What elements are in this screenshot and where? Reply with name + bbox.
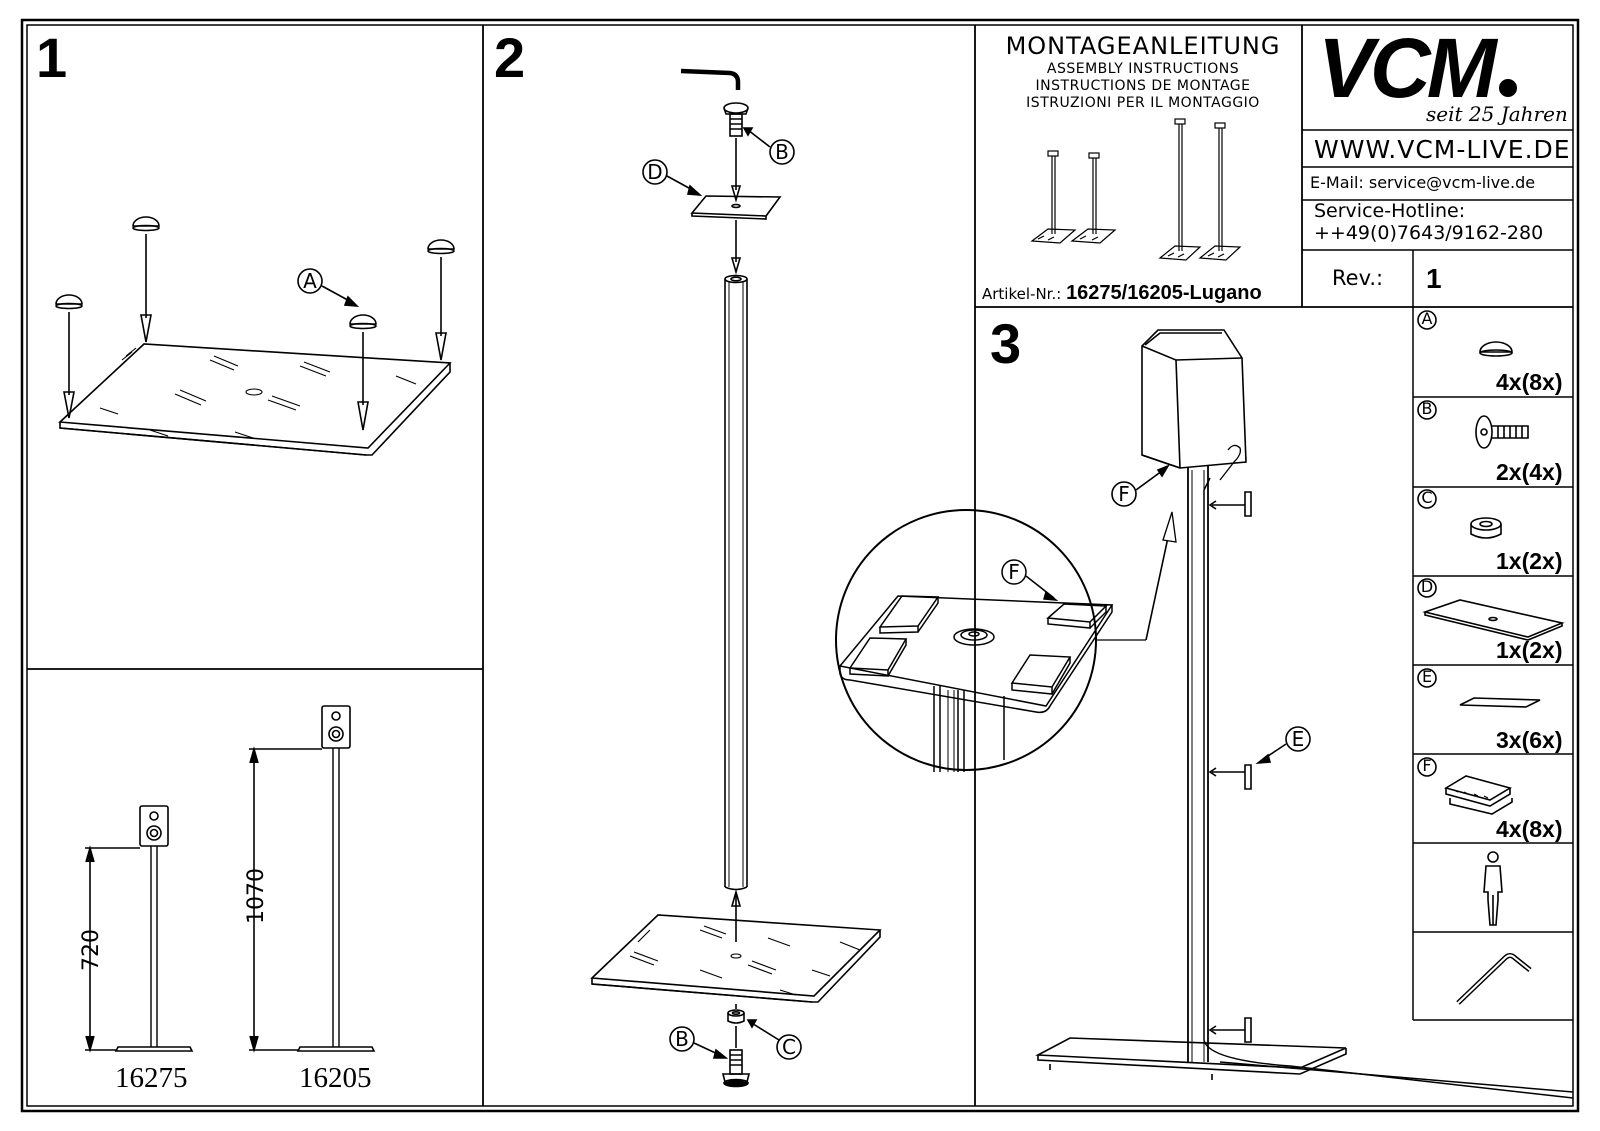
step3-assembly	[835, 329, 1574, 1099]
doc-subtitle-it: ISTRUZIONI PER IL MONTAGGIO	[1026, 95, 1260, 111]
header-thumbnails	[1030, 118, 1242, 261]
brand-slogan: seit 25 Jahren	[1426, 102, 1568, 126]
rev-label: Rev.:	[1332, 266, 1384, 290]
parts-icons	[1417, 310, 1565, 1005]
part-label-e: E	[1421, 667, 1433, 686]
article-number: Artikel-Nr.: 16275/16205-Lugano	[982, 283, 1262, 303]
part-label-a: A	[1421, 309, 1433, 328]
article-label: Artikel-Nr.:	[982, 285, 1062, 303]
callout-a: A	[303, 269, 317, 293]
doc-title: MONTAGEANLEITUNG	[1005, 32, 1281, 60]
dimension-720: 720	[79, 929, 104, 971]
person-icon	[1483, 851, 1503, 926]
callout-d: D	[647, 160, 663, 184]
step-number-1: 1	[36, 26, 68, 89]
callout-b-bottom: B	[675, 1027, 689, 1051]
part-qty-d: 1x(2x)	[1496, 637, 1563, 663]
website-link[interactable]: WWW.VCM-LIVE.DE	[1314, 135, 1571, 164]
rev-value: 1	[1426, 263, 1442, 294]
brand-logo-text: VCM	[1318, 21, 1497, 115]
part-qty-e: 3x(6x)	[1496, 727, 1563, 753]
hotline-number[interactable]: ++49(0)7643/9162-280	[1314, 222, 1544, 244]
dimension-1070: 1070	[244, 868, 269, 924]
callout-c: C	[782, 1035, 796, 1059]
part-qty-a: 4x(8x)	[1496, 369, 1563, 395]
part-qty-c: 1x(2x)	[1496, 548, 1563, 574]
height-comparison	[85, 705, 376, 1053]
article-value: 16275/16205-Lugano	[1066, 282, 1262, 304]
allen-key-icon	[1456, 953, 1532, 1005]
callout-e: E	[1291, 727, 1305, 751]
brand-logo: VCM	[1318, 26, 1517, 110]
part-label-b: B	[1421, 399, 1433, 418]
model-number-16205: 16205	[299, 1062, 372, 1094]
doc-subtitle-en: ASSEMBLY INSTRUCTIONS	[1046, 61, 1240, 77]
email-link[interactable]: E-Mail: service@vcm-live.de	[1310, 173, 1536, 192]
step-number-3: 3	[990, 312, 1022, 375]
part-qty-b: 2x(4x)	[1496, 459, 1563, 485]
part-label-d: D	[1420, 577, 1434, 596]
step-number-2: 2	[494, 26, 526, 89]
doc-subtitle-fr: INSTRUCTIONS DE MONTAGE	[1035, 78, 1251, 94]
part-label-c: C	[1421, 488, 1433, 507]
part-qty-f: 4x(8x)	[1496, 816, 1563, 842]
step2-assembly	[590, 68, 882, 1088]
callout-b-top: B	[775, 140, 789, 164]
model-number-16275: 16275	[115, 1062, 188, 1094]
step1-base-plate	[55, 216, 455, 456]
outer-frame	[20, 18, 1580, 1113]
hotline-label: Service-Hotline:	[1314, 200, 1466, 222]
callout-f-detail: F	[1008, 560, 1020, 584]
logo-dot	[1498, 79, 1517, 97]
inner-frame	[26, 24, 1574, 1107]
callout-f-main: F	[1118, 482, 1130, 506]
part-label-f: F	[1422, 756, 1432, 775]
